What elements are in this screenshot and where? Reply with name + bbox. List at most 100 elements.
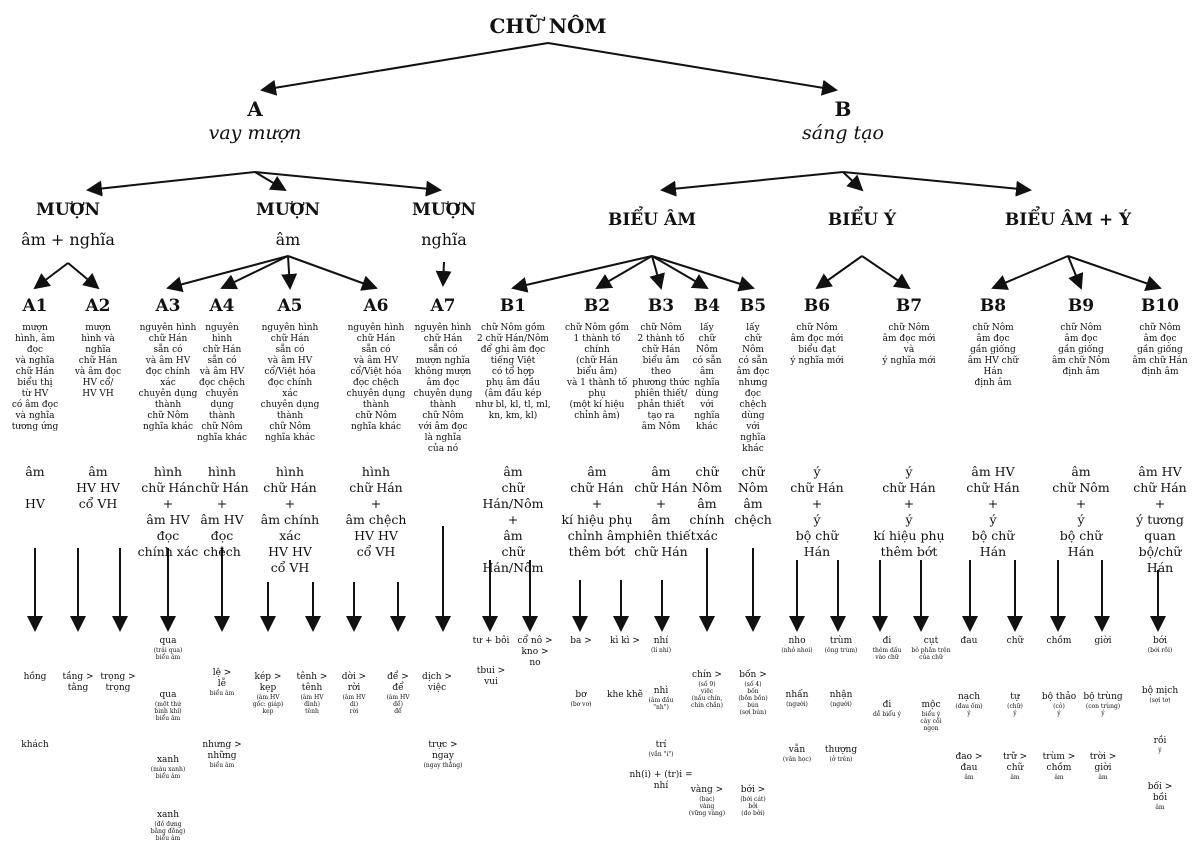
example-b6-6: thượng(ở trên) (825, 745, 857, 763)
diagram-title: CHỮ NÔM (489, 14, 607, 38)
leaf-formula-b8: âm HV chữ Hán + ý bộ chữ Hán (966, 464, 1020, 559)
edge-a-cat3 (254, 171, 442, 197)
example-note: (sợi tơ) (1149, 697, 1171, 704)
example-note: (âm đầu "nh") (648, 697, 674, 711)
leaf-formula-b3: âm chữ Hán + âm phiên thiết chữ Hán (626, 464, 696, 559)
example-text: nhấn (785, 690, 809, 700)
example-b8-1: đau (961, 636, 978, 647)
example-b1-1: tư + bôi (473, 636, 510, 647)
example-note: (đồ đựng bằng đồng) biểu âm (150, 821, 186, 842)
example-text: bộ trùng (1083, 692, 1123, 702)
example-note: (âm HV đinh) tênh (300, 694, 324, 715)
leaf-formula-a5: hình chữ Hán + âm chính xác HV HV cổ VH (260, 464, 320, 575)
edge-cat2-leaf2 (220, 255, 289, 290)
leaf-description-a6: nguyên hình chữ Hán sẵn có và âm HV cổ/V… (346, 323, 406, 432)
example-note: (âm HV di) rời (342, 694, 366, 715)
example-text: bộ thảo (1041, 692, 1077, 702)
leaf-description-a7: nguyên hình chữ Hán sẵn có mượn nghĩa kh… (413, 323, 473, 454)
leaf-formula-a1: âm HV (25, 464, 45, 511)
example-a3-1: qua(trải qua) biểu âm (154, 636, 183, 661)
leaf-formula-a3: hình chữ Hán + âm HV đọc chính xác (137, 464, 199, 559)
branch-a-label: vay mượn (208, 122, 302, 144)
example-text: chín > (692, 670, 722, 680)
edge-cat2-leaf4 (287, 255, 378, 291)
example-note: (số 9) việc (nấu chín, chín chắn) (691, 681, 723, 709)
example-text: đao > đau (955, 752, 983, 773)
example-text: xanh (156, 755, 180, 765)
edge-root-a (260, 42, 549, 96)
example-note: (lí nhí) (650, 647, 672, 654)
example-text: đi (882, 700, 892, 710)
edge-cat5-leaf1 (815, 255, 863, 290)
example-note: (âm HV để) để (386, 694, 410, 715)
example-a3-2: qua(một thứ binh khí) biểu âm (154, 690, 181, 722)
edge-cat1-leaf2 (67, 262, 100, 290)
example-note: (số 4) bốn (bồn bồn) bún (sợi bún) (738, 681, 768, 716)
example-a2-1: tầng > tằng (62, 672, 93, 694)
example-a3-3: xanh(màu xanh) biểu âm (151, 755, 185, 780)
edge-cat1-leaf1 (33, 262, 69, 290)
example-b3-2: nhì(âm đầu "nh") (649, 686, 674, 711)
example-b9-3: bộ thảo(cỏ) ý (1042, 692, 1076, 717)
edge-a-cat1 (86, 171, 256, 197)
edge-cat5-leaf2 (861, 255, 911, 290)
edge-cat6-leaf1 (991, 255, 1069, 290)
example-text: tbui > vui (476, 666, 506, 687)
example-b3-3: trí(vần "i") (649, 740, 674, 758)
example-text: bộ mịch (1141, 686, 1179, 696)
example-b4-1: chín >(số 9) việc (nấu chín, chín chắn) (691, 670, 723, 709)
example-b1-3: tbui > vui (477, 666, 505, 688)
example-b2-1: ba > (570, 636, 592, 647)
example-note: (nhỏ nhoi) (781, 647, 813, 654)
leaf-formula-a2: âm HV HV cổ VH (76, 464, 120, 511)
category-1-name: MƯỢN (36, 200, 100, 220)
example-b2-2: kì kì > (610, 636, 640, 647)
example-note: (văn học) (782, 756, 812, 763)
example-note: (ông trùm) (824, 647, 858, 654)
leaf-code-b6: B6 (803, 296, 831, 316)
leaf-formula-b9: âm chữ Nôm + ý bộ chữ Hán (1052, 464, 1110, 559)
edge-cat4-leaf1 (511, 255, 653, 293)
example-text: tênh > tênh (296, 672, 328, 693)
leaf-formula-a4: hình chữ Hán + âm HV đọc chệch (195, 464, 249, 559)
leaf-description-a2: mượn hình và nghĩa chữ Hán và âm đọc HV … (74, 323, 122, 399)
example-note: biểu âm (209, 762, 235, 769)
example-a1-2: khách (21, 740, 48, 751)
example-text: tư + bôi (472, 636, 510, 646)
example-note: âm (1010, 774, 1020, 781)
example-text: đau (960, 636, 978, 646)
example-b5-1: bốn >(số 4) bốn (bồn bồn) bún (sợi bún) (738, 670, 767, 716)
category-6-name: BIỂU ÂM + Ý (1004, 210, 1132, 230)
example-note: (vần "i") (648, 751, 674, 758)
example-a1-1: hồng (24, 672, 47, 683)
example-text: trí (655, 740, 667, 750)
example-text: nhì (653, 686, 669, 696)
leaf-code-b8: B8 (979, 296, 1007, 316)
example-note: (bơ vơ) (570, 701, 592, 708)
example-text: tầng > tằng (62, 672, 94, 693)
leaf-formula-b7: ý chữ Hán + ý kí hiệu phụ thêm bớt (873, 464, 945, 559)
example-text: bới (1152, 636, 1168, 646)
example-note: (bới cát) bởi (do bởi) (740, 796, 766, 817)
leaf-code-b5: B5 (739, 296, 767, 316)
example-text: bối > bồi (1147, 782, 1173, 803)
leaf-formula-b5: chữ Nôm âm chệch (734, 464, 772, 527)
example-note: âm (1098, 774, 1108, 781)
edge-cat4-leaf3 (649, 255, 665, 290)
leaf-code-b10: B10 (1140, 296, 1180, 316)
example-b8-4: tự(chữ) ý (1007, 692, 1023, 717)
example-text: cổ nô > kno > no (517, 636, 553, 668)
example-b8-3: nạch(đau ốm) ý (955, 692, 982, 717)
leaf-description-b2: chữ Nôm gồm 1 thành tố chính (chữ Hán bi… (565, 323, 629, 421)
example-b9-4: bộ trùng(con trùng) ý (1083, 692, 1122, 717)
